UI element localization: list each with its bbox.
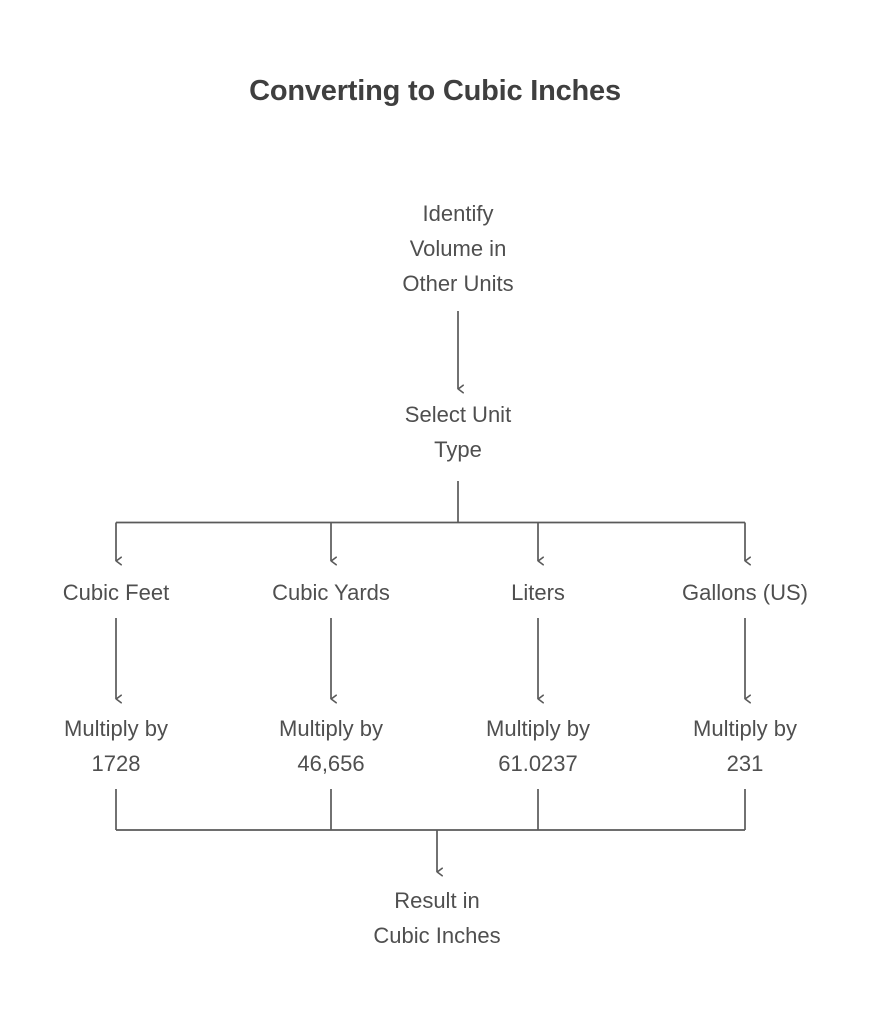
node-select-unit-type: Select Unit Type <box>404 402 512 462</box>
node-unit-cubic-yards: Cubic Yards <box>272 580 390 605</box>
node-unit-gallons-us: Gallons (US) <box>682 580 808 605</box>
node-identify-volume: Identify Volume in Other Units <box>402 201 514 296</box>
node-multiply-cubic-yards: Multiply by 46,656 <box>279 716 383 776</box>
node-result-cubic-inches: Result in Cubic Inches <box>373 888 501 948</box>
node-unit-liters: Liters <box>511 580 565 605</box>
node-multiply-cubic-feet: Multiply by 1728 <box>64 716 168 776</box>
page-title: Converting to Cubic Inches <box>249 75 621 107</box>
node-multiply-liters: Multiply by 61.0237 <box>486 716 590 776</box>
node-unit-cubic-feet: Cubic Feet <box>62 580 170 605</box>
node-multiply-gallons-us: Multiply by 231 <box>693 716 797 776</box>
